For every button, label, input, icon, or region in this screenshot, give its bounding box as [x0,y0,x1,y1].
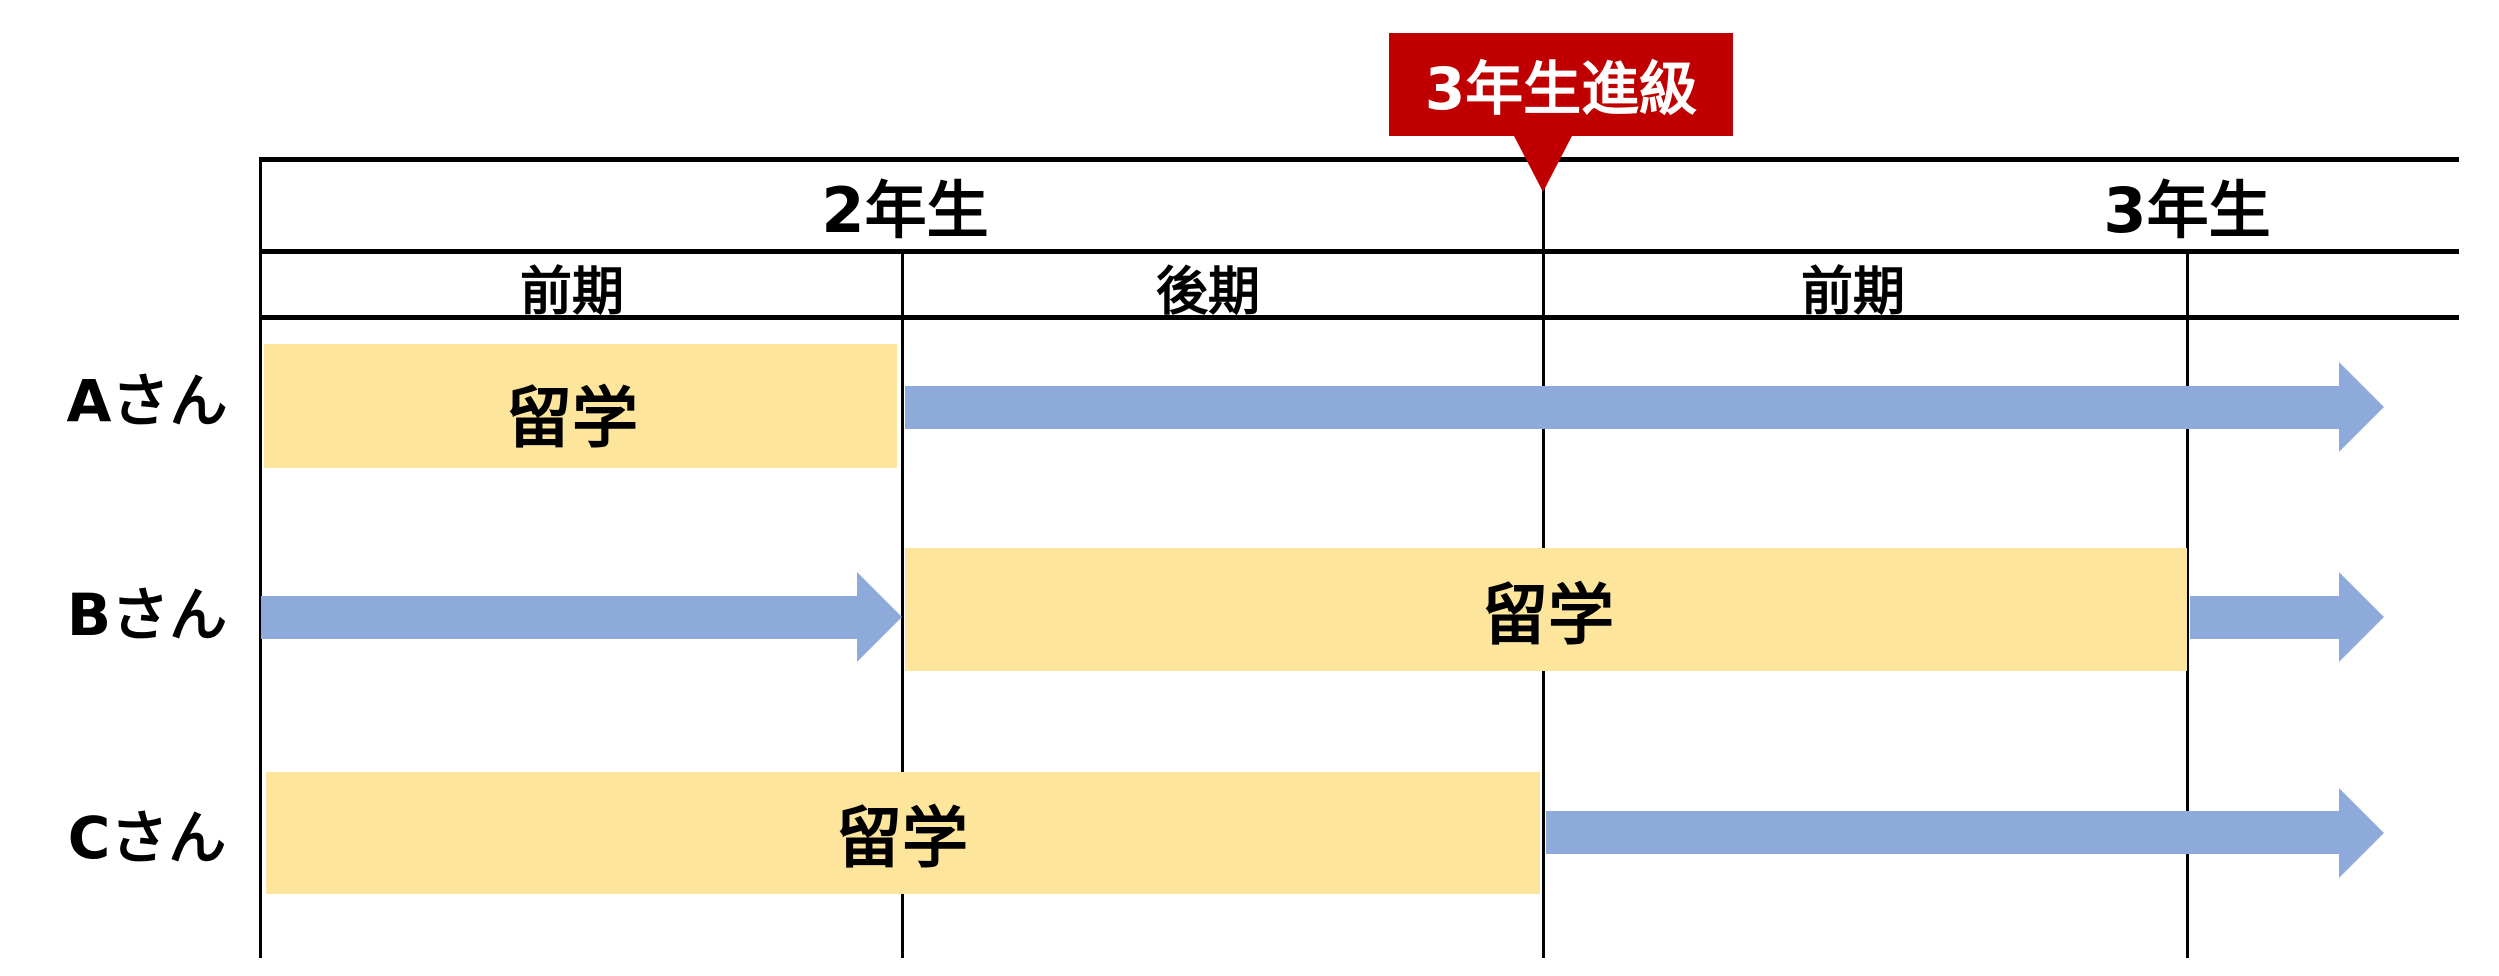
milestone-pointer [1513,134,1573,192]
milestone-callout [1389,33,1733,136]
study-abroad-label-c: 留学 [836,800,968,877]
study-abroad-bar-b [905,548,2187,671]
arrow-shaft-b2 [2190,596,2341,639]
term-divider-1 [901,251,904,958]
header-bottom-line [260,315,2459,320]
term-label-2: 後期 [1155,262,1261,323]
arrow-head-c [2339,788,2384,878]
year-label-2: 2年生 [821,174,989,247]
arrow-shaft-b1 [261,596,859,639]
year-label-3: 3年生 [2103,174,2271,247]
row-label-c: Cさん [67,804,227,872]
timeline-left-line [259,157,262,958]
header-mid-line [260,249,2459,254]
term-label-1: 前期 [519,262,625,323]
study-abroad-label-a: 留学 [506,380,638,457]
study-abroad-label-b: 留学 [1482,577,1614,654]
arrow-shaft-c [1546,811,2341,854]
arrow-head-a [2339,362,2384,452]
arrow-head-b1 [857,572,902,662]
row-label-a: Aさん [66,367,228,435]
study-abroad-bar-c [266,772,1540,894]
term-label-3: 前期 [1800,262,1906,323]
arrow-head-b2 [2339,572,2384,662]
milestone-label: 3年生進級 [1424,55,1698,123]
row-label-b: Bさん [66,581,228,649]
header-top-line [260,157,2459,162]
study-abroad-bar-a [264,344,897,468]
term-divider-3 [2186,251,2189,958]
arrow-shaft-a [905,386,2341,429]
